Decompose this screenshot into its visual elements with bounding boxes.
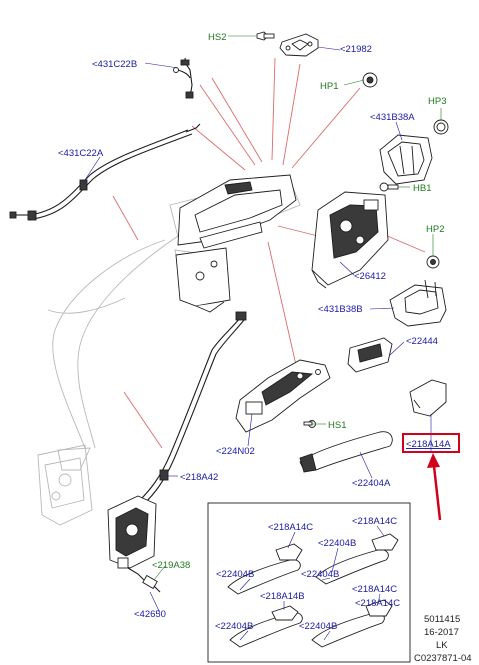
handle-bracket-upper <box>175 174 297 313</box>
cap-218a14a <box>409 379 447 417</box>
bolt-hs2 <box>256 31 275 41</box>
leader-lines <box>82 35 442 641</box>
striker-21982 <box>279 33 319 57</box>
cable-218a42 <box>139 311 247 505</box>
label-22404a: <22404A <box>352 478 391 489</box>
outer-handle-22404a <box>299 431 393 473</box>
seal-431b38b <box>389 279 447 327</box>
label-224n02: <224N02 <box>216 446 255 457</box>
label-431c22b: <431C22B <box>92 59 137 70</box>
connector-219a38 <box>127 567 161 593</box>
label-hp2: HP2 <box>426 224 444 235</box>
label-26412: <26412 <box>354 271 386 282</box>
handle-carrier-224n02 <box>235 359 331 433</box>
label-hb1: HB1 <box>413 183 431 194</box>
bolt-hb1 <box>379 182 399 192</box>
reference-line-4: C0237871-04 <box>414 653 472 664</box>
label-21982: <21982 <box>340 44 372 55</box>
label-219a38: <219A38 <box>152 560 190 571</box>
plug-hp2 <box>426 255 440 269</box>
label-inset-218a14c-3: <218A14C <box>352 584 397 595</box>
part-labels: HS2 <21982 <431C22B HP1 HP3 <431B38A <43… <box>58 32 460 632</box>
plug-hp1 <box>362 72 378 88</box>
highlight-box <box>402 433 460 453</box>
plug-hp3 <box>433 119 449 135</box>
label-inset-22404b-5: <22404B <box>299 621 337 632</box>
label-inset-22404b-2: <22404B <box>216 569 254 580</box>
inset-handle-variants <box>207 502 411 663</box>
label-inset-218a14c-1: <218A14C <box>268 522 313 533</box>
cable-431c22b <box>173 57 194 99</box>
label-431c22a: <431C22A <box>58 148 104 159</box>
explosion-lines <box>112 57 426 449</box>
label-hp3: HP3 <box>428 96 446 107</box>
label-hs1: HS1 <box>328 420 346 431</box>
label-inset-22404b-1: <22404B <box>318 538 356 549</box>
lock-actuator-42650 <box>107 495 157 569</box>
label-42650: <42650 <box>134 609 166 620</box>
label-218a42: <218A42 <box>180 472 218 483</box>
reference-line-3: LK <box>436 640 448 651</box>
label-431b38b: <431B38B <box>318 304 363 315</box>
label-inset-22404b-4: <22404B <box>215 621 253 632</box>
latch-26412 <box>311 191 389 289</box>
reference-line-2: 16-2017 <box>424 627 459 638</box>
label-inset-22404b-3: <22404B <box>301 569 339 580</box>
label-inset-218a14b: <218A14B <box>260 591 305 602</box>
label-hs2: HS2 <box>208 32 226 43</box>
label-22444: <22444 <box>406 336 438 347</box>
cable-431c22a <box>9 123 201 221</box>
reference-line-1: 5011415 <box>424 614 460 625</box>
label-inset-218a14c-2: <218A14C <box>352 516 397 527</box>
trim-22444 <box>347 337 393 373</box>
seal-431b38a <box>379 134 433 185</box>
label-218a14a: <218A14A <box>406 439 451 450</box>
ghost-door-outline <box>47 179 301 471</box>
label-inset-218a14c-4: <218A14C <box>355 598 400 609</box>
label-431b38a: <431B38A <box>370 112 415 123</box>
rear-latch-module <box>37 444 93 526</box>
highlight-arrow <box>427 453 442 521</box>
label-hp1: HP1 <box>320 81 338 92</box>
drawing-reference: 5011415 16-2017 LK C0237871-04 <box>414 614 472 664</box>
